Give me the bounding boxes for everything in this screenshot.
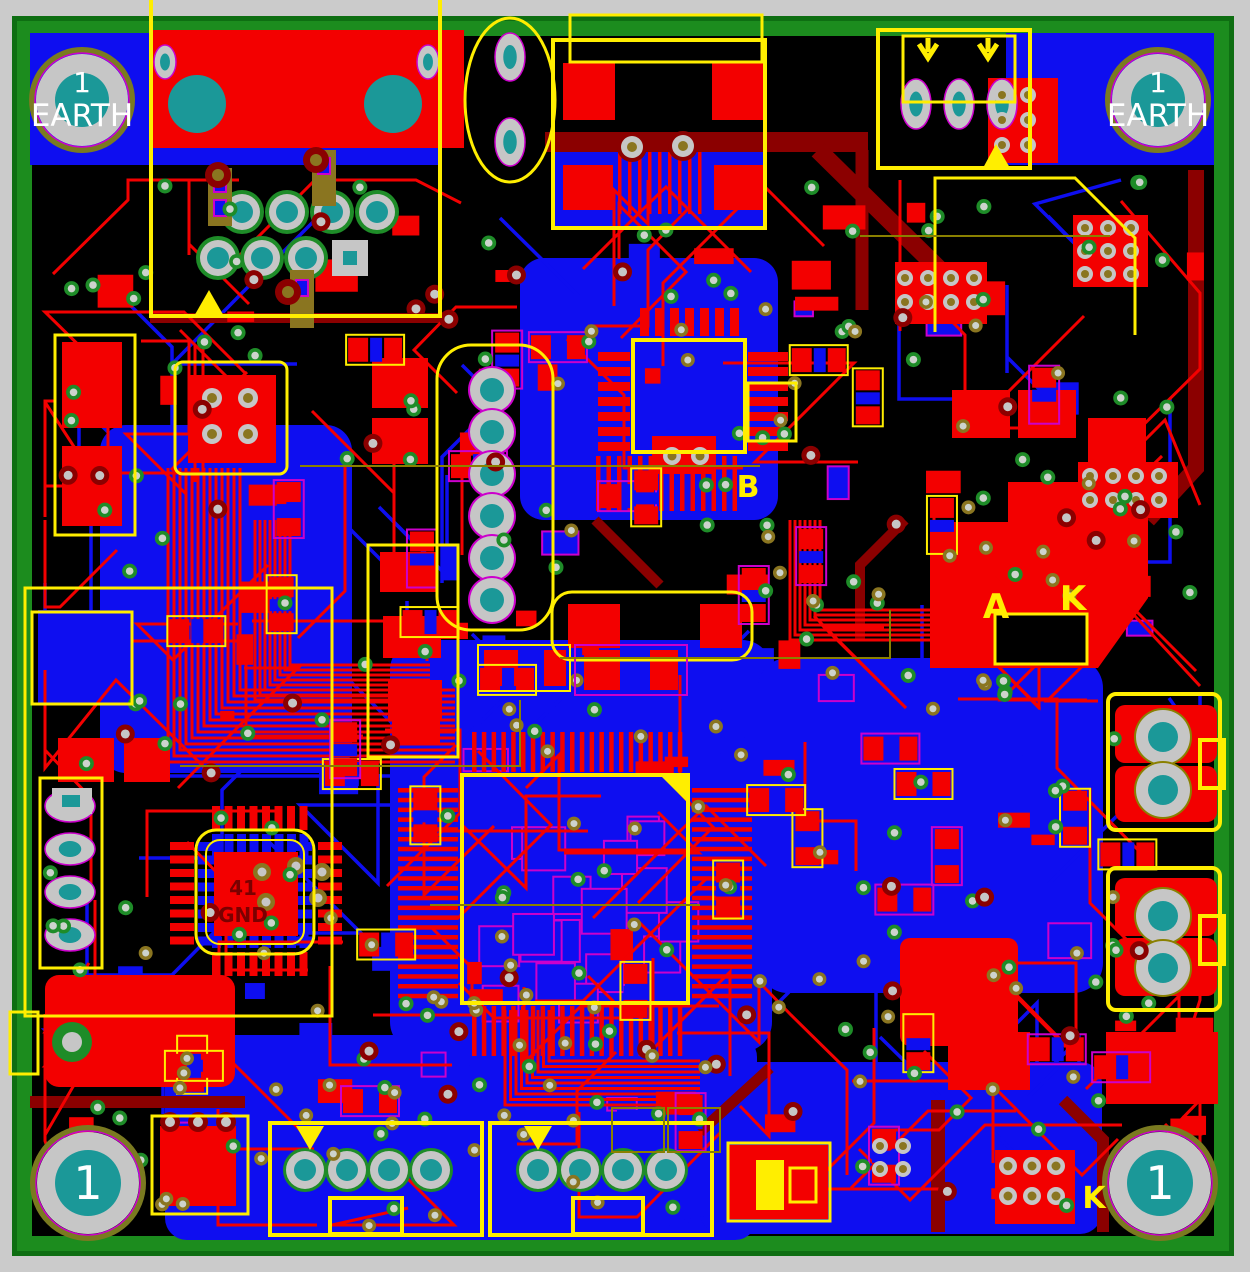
silk-label: K (1082, 1181, 1107, 1216)
silk-label: B (737, 470, 760, 505)
hole-number: 1 (73, 66, 91, 99)
hole-number: 1 (1149, 66, 1167, 99)
silk-label: K (1060, 579, 1088, 619)
hole-number: 1 (1145, 1156, 1174, 1210)
silk-label: A (983, 587, 1010, 627)
hole-ring (1105, 47, 1211, 153)
hole-ring (30, 1125, 146, 1241)
silk-label: 41 (229, 876, 257, 900)
mounting-hole-bottom-left: 1 (30, 1125, 146, 1241)
hole-earth-label: EARTH (1107, 98, 1209, 134)
mounting-hole-bottom-right: 1 (1102, 1125, 1218, 1241)
hole-number: 1 (73, 1156, 102, 1210)
layer-pads (42, 32, 1198, 1233)
layer-cu_t (41, 30, 1218, 1227)
silk-label: GND (218, 903, 268, 927)
hole-drill (1131, 73, 1185, 127)
layer-silk (8, 0, 1226, 1237)
hole-ring (1102, 1125, 1218, 1241)
hole-earth-label: EARTH (31, 98, 133, 134)
hole-ring (29, 47, 135, 153)
hole-drill (1127, 1150, 1193, 1216)
hole-drill (55, 1150, 121, 1216)
hole-drill (55, 73, 109, 127)
